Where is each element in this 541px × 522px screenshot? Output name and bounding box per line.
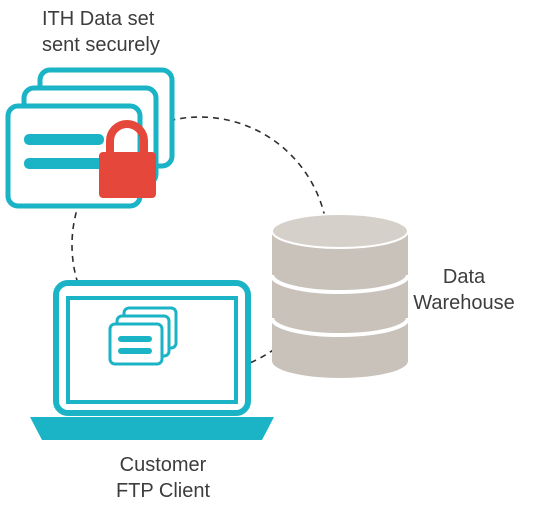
data-warehouse-label-line1: Data	[442, 266, 486, 288]
customer-ftp-label: Customer FTP Client	[98, 452, 228, 504]
laptop-icon	[30, 280, 274, 440]
database-cylinder-icon	[270, 213, 410, 378]
ith-data-label: ITH Data set sent securely	[42, 6, 160, 58]
laptop-document-stack-icon	[108, 306, 178, 366]
ith-data-label-line2: sent securely	[42, 34, 160, 56]
ith-data-label-line1: ITH Data set	[42, 8, 155, 30]
padlock-icon	[99, 120, 156, 198]
data-warehouse-label-line2: Warehouse	[413, 292, 515, 314]
data-warehouse-label: Data Warehouse	[404, 264, 524, 316]
customer-ftp-label-line1: Customer	[119, 454, 207, 476]
customer-ftp-label-line2: FTP Client	[115, 480, 211, 502]
